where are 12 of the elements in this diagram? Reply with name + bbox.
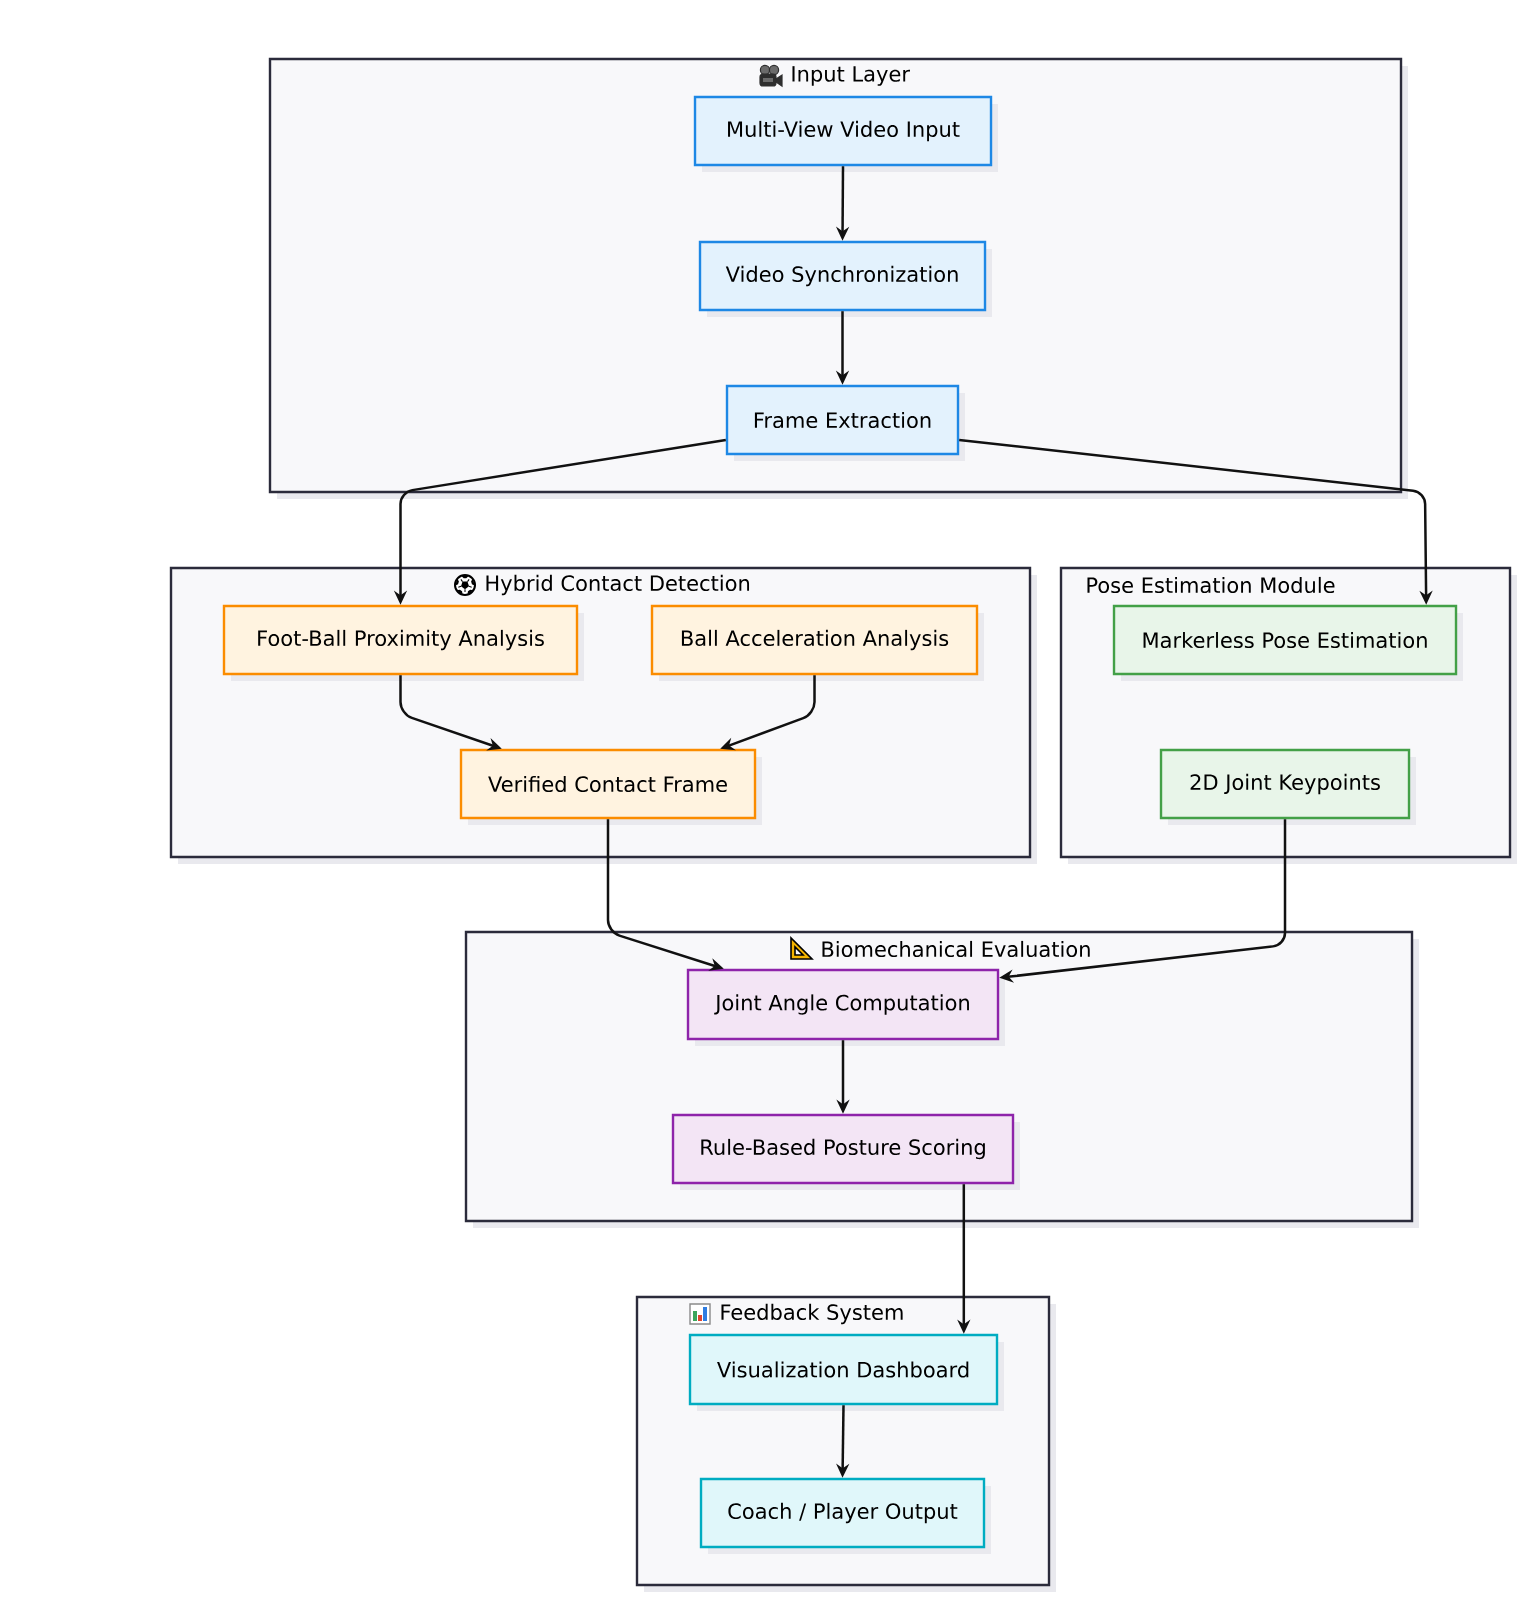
process-box: Coach / Player Output (699, 1477, 991, 1554)
process-box: Foot-Ball Proximity Analysis (222, 604, 584, 681)
process-box: Multi-View Video Input (693, 95, 998, 172)
process-box: Rule-Based Posture Scoring (671, 1113, 1020, 1190)
process-box: Joint Angle Computation (686, 968, 1005, 1046)
process-box: Video Synchronization (698, 240, 992, 317)
process-box: Verified Contact Frame (459, 748, 762, 825)
process-box: 2D Joint Keypoints (1159, 748, 1416, 825)
process-box: Frame Extraction (725, 384, 965, 461)
process-box: Markerless Pose Estimation (1112, 604, 1463, 681)
process-box: Ball Acceleration Analysis (650, 604, 984, 681)
process-box: Visualization Dashboard (688, 1333, 1004, 1411)
